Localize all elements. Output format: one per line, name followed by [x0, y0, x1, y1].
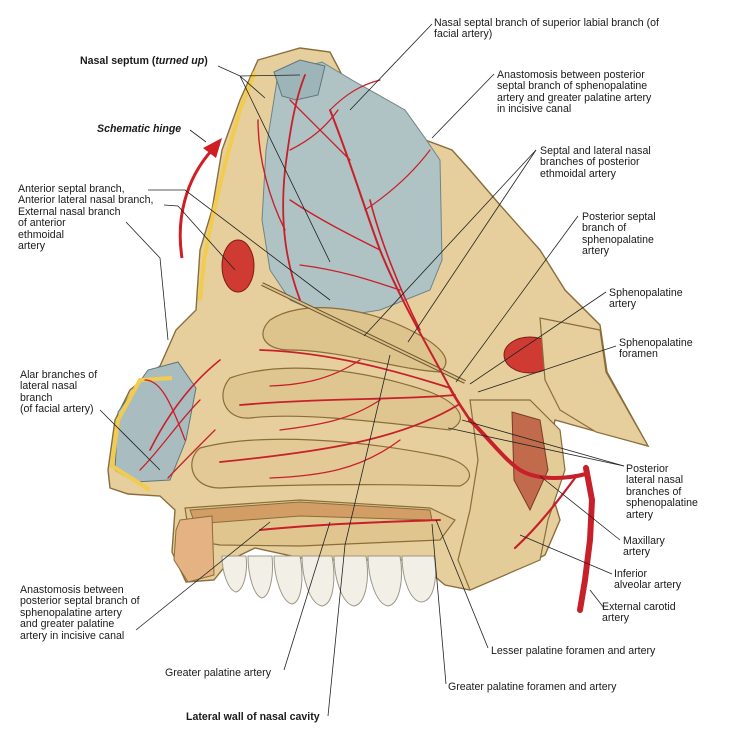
curved-arrow-icon	[178, 148, 214, 259]
label-inferior-alveolar: Inferior alveolar artery	[614, 568, 682, 592]
label-septal-lateral-ethmoidal: Septal and lateral nasal branches of pos…	[540, 145, 651, 180]
septal-cartilage-upper	[273, 59, 326, 101]
label-sphenopalatine-artery: Sphenopalatine artery	[609, 287, 683, 311]
curved-arrow-head-icon	[203, 138, 222, 158]
label-lateral-wall: Lateral wall of nasal cavity	[186, 711, 320, 723]
dorsal-fat-strip	[198, 71, 257, 301]
leader-lines	[99, 23, 625, 717]
nasal-septum-surface	[261, 61, 443, 319]
label-maxillary-artery: Maxillary artery	[623, 535, 665, 559]
label-anastomosis-lower: Anastomosis between posterior septal bra…	[20, 584, 140, 642]
label-greater-palatine-foramen: Greater palatine foramen and artery	[448, 681, 617, 693]
label-nasal-septum: Nasal septum (turned up)	[80, 55, 208, 67]
label-schematic-hinge: Schematic hinge	[97, 123, 182, 135]
arteries	[139, 74, 596, 613]
nasal-tip-fat	[109, 376, 173, 492]
label-lesser-palatine: Lesser palatine foramen and artery	[491, 645, 656, 657]
frontal-sinus	[221, 239, 255, 293]
label-nasal-septal-branch: Nasal septal branch of superior labial b…	[434, 17, 659, 41]
label-anastomosis-upper: Anastomosis between posterior septal bra…	[497, 69, 652, 116]
label-alar-branches: Alar branches of lateral nasal branch (o…	[20, 369, 98, 416]
label-anterior-ethmoidal-group: Anterior septal branch, Anterior lateral…	[18, 183, 154, 253]
sphenoid-bone	[539, 317, 650, 447]
label-posterior-lateral-nasal: Posterior lateral nasal branches of sphe…	[626, 463, 698, 521]
teeth	[221, 555, 436, 607]
septum-hinge-bar-inner	[261, 283, 466, 383]
mandibular-ramus	[457, 399, 566, 591]
label-sphenopalatine-foramen: Sphenopalatine foramen	[619, 337, 693, 361]
inferior-turbinate	[191, 438, 471, 489]
label-external-carotid: External carotid artery	[602, 601, 676, 625]
upper-lip	[173, 515, 215, 583]
label-greater-palatine-artery: Greater palatine artery	[165, 667, 271, 679]
label-posterior-septal: Posterior septal branch of sphenopalatin…	[582, 211, 656, 258]
